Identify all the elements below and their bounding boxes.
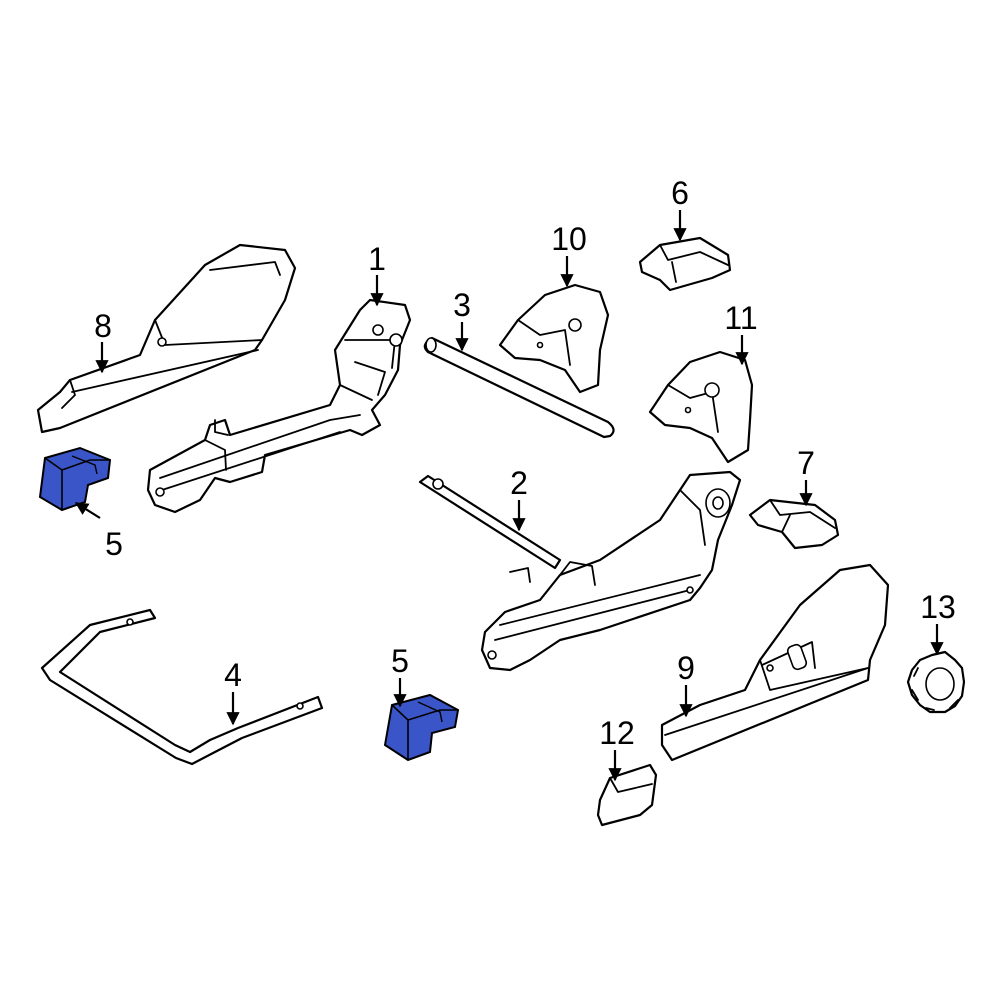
- callout-5-left: 5: [105, 526, 123, 562]
- callout-labels: 1 2 3 4 5 5 6 7 8 9 10 11 12 13: [94, 175, 956, 751]
- callout-8: 8: [94, 308, 112, 344]
- callout-9: 9: [677, 650, 695, 686]
- callout-11: 11: [724, 300, 757, 336]
- part-7-clip[interactable]: [748, 498, 840, 550]
- callout-2: 2: [510, 465, 528, 501]
- callout-12: 12: [599, 715, 635, 751]
- callout-arrows: [74, 210, 944, 782]
- part-1-seat-track-left[interactable]: [146, 298, 412, 514]
- part-8-side-cover[interactable]: [36, 243, 297, 434]
- callout-13: 13: [920, 589, 956, 625]
- callout-10: 10: [551, 221, 587, 257]
- part-9-side-cover[interactable]: [660, 563, 890, 762]
- callout-1: 1: [368, 241, 386, 277]
- callout-5-center: 5: [391, 643, 409, 679]
- part-3-rod[interactable]: [423, 336, 615, 439]
- part-11-bracket[interactable]: [648, 350, 754, 464]
- part-13-knob[interactable]: [906, 650, 966, 714]
- callout-7: 7: [797, 445, 815, 481]
- callout-3: 3: [453, 287, 471, 323]
- part-4-torsion-bar[interactable]: [40, 608, 324, 766]
- part-5-cover-center[interactable]: [383, 693, 460, 762]
- callout-4: 4: [224, 657, 242, 693]
- callout-6: 6: [671, 175, 689, 211]
- part-6-clip[interactable]: [638, 236, 732, 292]
- part-5-cover-left[interactable]: [38, 446, 112, 512]
- part-10-bracket[interactable]: [498, 283, 610, 394]
- part-2-seat-track-right[interactable]: [418, 470, 742, 672]
- part-12-cover[interactable]: [596, 763, 658, 827]
